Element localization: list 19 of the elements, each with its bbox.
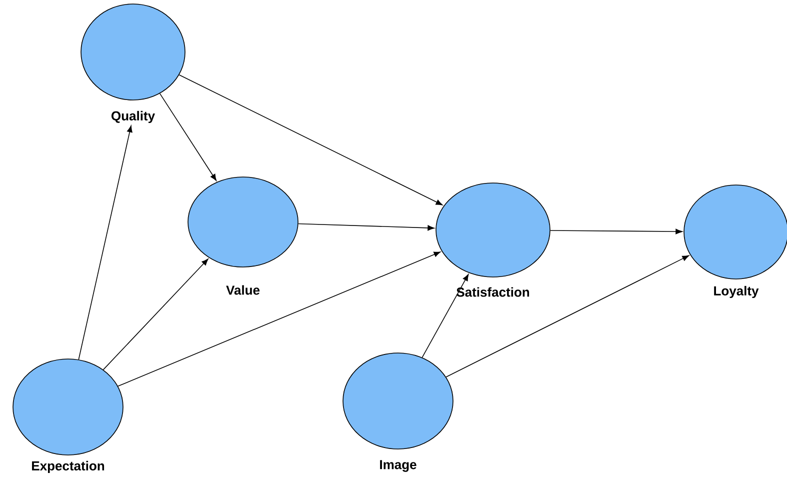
ellipse-node: Loyalty <box>684 184 787 298</box>
node-label: Expectation <box>32 460 104 474</box>
node-label: Value <box>226 285 260 295</box>
arrow <box>178 74 443 206</box>
arrow <box>446 255 690 378</box>
arrow <box>422 274 469 358</box>
ellipse-node: Image <box>342 352 454 472</box>
ellipse-node: Expectation <box>12 358 124 474</box>
node-label: Image <box>380 460 416 472</box>
ellipse-node: Value <box>188 176 298 295</box>
arrow <box>159 93 217 181</box>
arrow <box>550 228 682 234</box>
node-label: Loyalty <box>714 286 759 298</box>
arrow <box>298 223 434 231</box>
node-label: Quality <box>112 110 155 124</box>
arrow <box>118 252 441 387</box>
arrow <box>78 125 132 360</box>
ellipse-node: Quality <box>80 4 186 124</box>
arrow <box>102 258 208 370</box>
